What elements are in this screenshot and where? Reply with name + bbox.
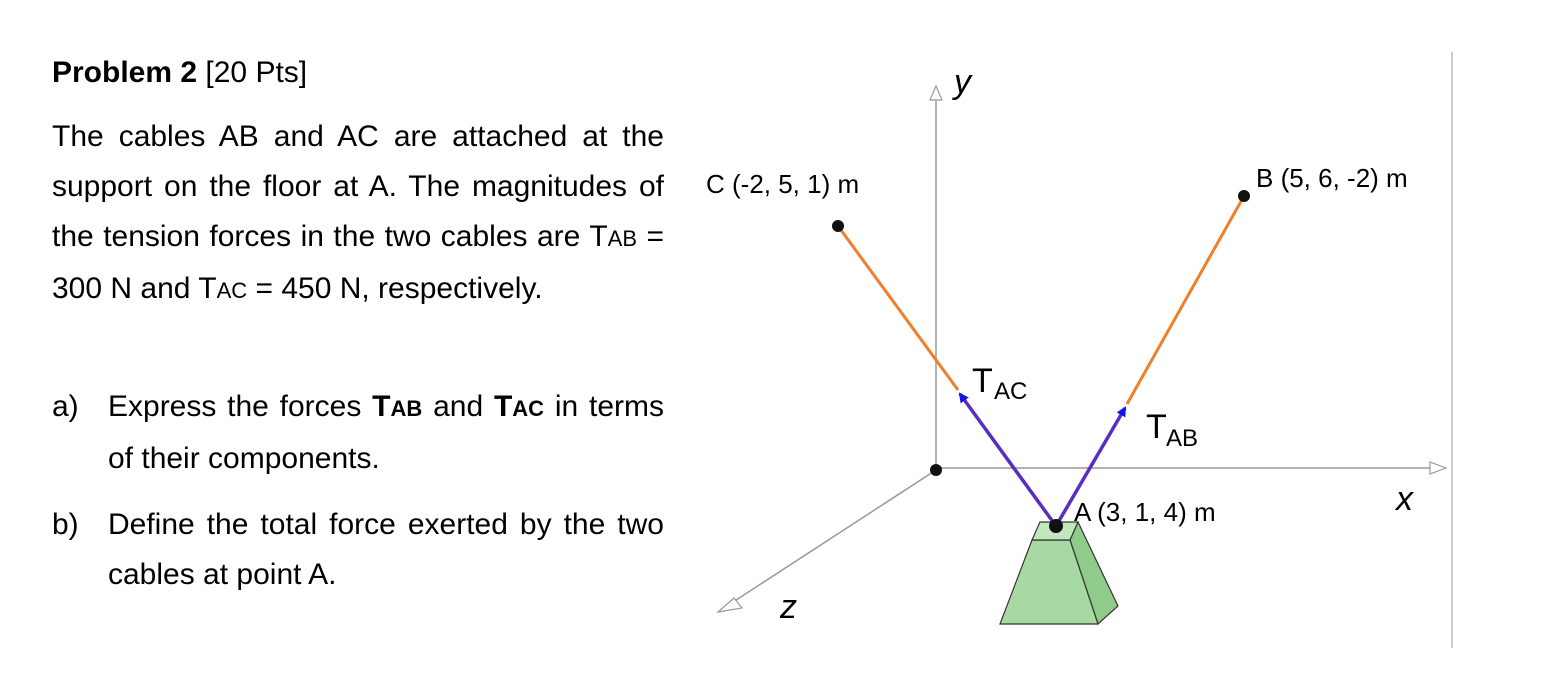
tab-t: T — [1146, 408, 1167, 446]
tab-label: T AB — [1146, 408, 1198, 452]
part-a-mid: and — [422, 390, 494, 423]
tac-t: T — [972, 362, 993, 400]
part-a-text: Express the forces TAB and TAC in terms … — [108, 382, 664, 484]
problem-title: Problem 2 [20 Pts] — [52, 56, 307, 90]
tac-bold: TAC — [494, 390, 544, 423]
tac-subscript: AC — [994, 378, 1027, 405]
part-b-label: b) — [52, 508, 79, 541]
part-a-label: a) — [52, 390, 79, 423]
problem-number: Problem 2 — [52, 56, 198, 89]
t-symbol: T — [372, 390, 391, 423]
z-axis-label: z — [779, 588, 797, 626]
t-symbol: T — [493, 390, 513, 423]
part-a-pre: Express the forces — [108, 390, 373, 423]
force-arrow-tab — [1054, 406, 1127, 527]
y-axis-arrowhead — [929, 84, 943, 101]
point-b — [1238, 190, 1250, 202]
x-axis-label: x — [1394, 480, 1414, 518]
problem-statement: The cables AB and AC are attached at the… — [52, 112, 664, 316]
cable-ac-upper — [836, 225, 960, 391]
tac-label: T AC — [972, 362, 1027, 405]
point-b-label: B (5, 6, -2) m — [1256, 163, 1408, 193]
cable-ab-upper — [1125, 195, 1246, 405]
t-symbol: T — [589, 220, 608, 253]
floor-support — [999, 520, 1119, 626]
point-a-label: A (3, 1, 4) m — [1074, 497, 1216, 527]
y-axis-label: y — [952, 63, 973, 101]
part-a-post: in terms of their components. — [108, 390, 664, 475]
force-arrow-tac — [958, 392, 1058, 528]
ab-subscript: AB — [607, 226, 637, 251]
part-b: b) Define the total force exerted by the… — [52, 500, 664, 600]
axes: y x z — [716, 63, 1448, 626]
problem-points: [20 Pts] — [205, 56, 308, 89]
part-b-text: Define the total force exerted by the tw… — [108, 508, 664, 591]
tab-value-text: = 300 N and — [52, 220, 665, 305]
tac-value-text: = 450 N, respectively. — [247, 272, 543, 305]
z-axis-line — [729, 469, 937, 605]
point-c-label: C (-2, 5, 1) m — [706, 169, 859, 199]
ac-subscript: AC — [512, 396, 545, 421]
point-a — [1049, 519, 1063, 533]
origin-point — [930, 464, 942, 476]
z-axis-arrowhead — [716, 597, 744, 613]
part-a: a) Express the forces TAB and TAC in ter… — [52, 382, 664, 484]
statement-text: The cables AB and AC are attached at the… — [52, 120, 664, 253]
t-symbol: T — [198, 272, 217, 305]
x-axis-arrowhead — [1429, 461, 1448, 475]
point-c — [832, 220, 844, 232]
ab-subscript: AB — [390, 396, 423, 421]
tab-subscript: AB — [1166, 425, 1198, 452]
ac-subscript: AC — [216, 278, 248, 303]
tab-bold: TAB — [372, 390, 422, 423]
